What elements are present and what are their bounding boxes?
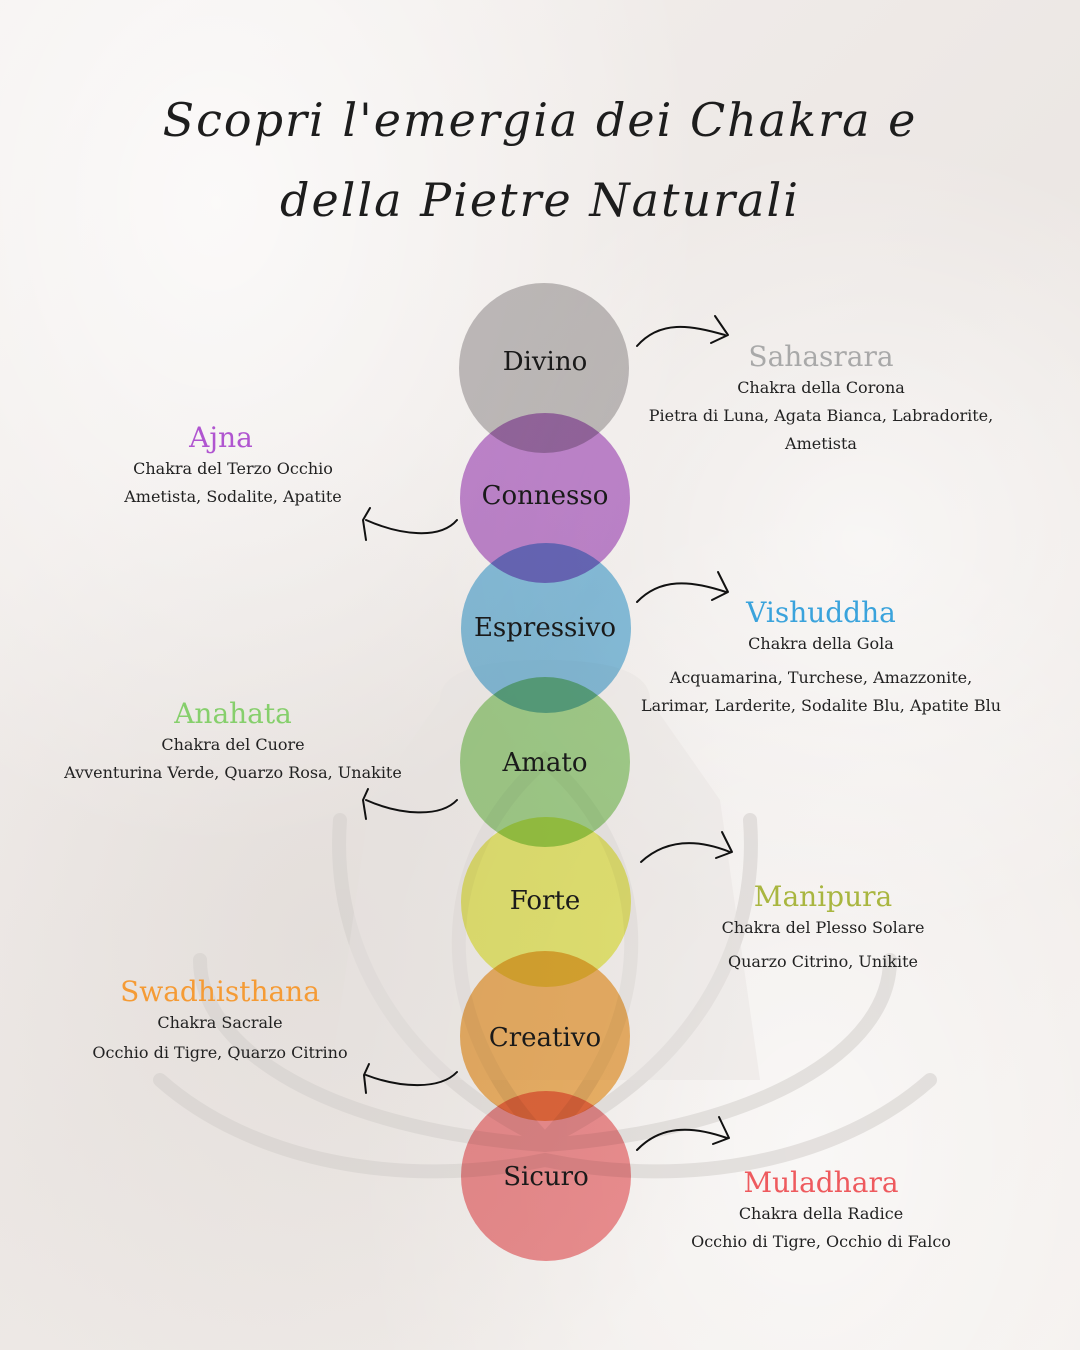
info-sahasrara: Sahasrara Chakra della Corona Pietra di … bbox=[640, 340, 1002, 458]
chakra-stones: Ametista, Sodalite, Apatite bbox=[124, 487, 342, 506]
title-line-1: Scopri l'emergia dei Chakra e bbox=[162, 93, 918, 147]
chakra-stones: Occhio di Tigre, Quarzo Citrino bbox=[92, 1043, 348, 1062]
chakra-stones: Ametista bbox=[785, 434, 857, 453]
chakra-subtitle: Chakra del Terzo Occhio bbox=[133, 459, 333, 478]
chakra-stones: Larimar, Larderite, Sodalite Blu, Apatit… bbox=[640, 696, 1002, 715]
chakra-stones: Acquamarina, Turchese, Amazzonite, bbox=[669, 668, 973, 687]
info-vishuddha: Vishuddha Chakra della Gola Acquamarina,… bbox=[640, 596, 1002, 720]
chakra-subtitle: Chakra del Plesso Solare bbox=[721, 918, 925, 937]
chakra-name: Sahasrara bbox=[748, 340, 894, 373]
chakra-subtitle: Chakra del Cuore bbox=[161, 735, 305, 754]
info-swadhisthana: Swadhisthana Chakra Sacrale Occhio di Ti… bbox=[76, 975, 364, 1067]
label-connesso: Connesso bbox=[481, 481, 609, 511]
chakra-name: Swadhisthana bbox=[120, 975, 320, 1008]
chakra-name: Manipura bbox=[753, 880, 893, 913]
label-amato: Amato bbox=[502, 748, 588, 778]
arrow-right-icon bbox=[640, 831, 733, 863]
arrow-left-icon bbox=[362, 788, 458, 820]
chakra-name: Muladhara bbox=[743, 1166, 899, 1199]
info-ajna: Ajna Chakra del Terzo Occhio Ametista, S… bbox=[90, 421, 376, 511]
arrow-right-icon bbox=[636, 315, 729, 347]
label-creativo: Creativo bbox=[488, 1023, 602, 1053]
chakra-stones: Avventurina Verde, Quarzo Rosa, Unakite bbox=[64, 763, 402, 782]
chakra-subtitle: Chakra della Corona bbox=[737, 378, 905, 397]
arrow-left-icon bbox=[363, 1063, 458, 1094]
arrow-right-icon bbox=[636, 1116, 730, 1151]
title-line-2: della Pietre Naturali bbox=[280, 173, 800, 227]
info-manipura: Manipura Chakra del Plesso Solare Quarzo… bbox=[690, 880, 956, 976]
chakra-stones: Occhio di Tigre, Occhio di Falco bbox=[691, 1232, 951, 1251]
label-sicuro: Sicuro bbox=[503, 1162, 589, 1192]
chakra-stones: Quarzo Citrino, Unikite bbox=[727, 952, 919, 971]
chakra-stones: Pietra di Luna, Agata Bianca, Labradorit… bbox=[648, 406, 994, 425]
page-title: Scopri l'emergia dei Chakra e della Piet… bbox=[0, 80, 1080, 240]
label-forte: Forte bbox=[509, 886, 581, 916]
chakra-name: Anahata bbox=[174, 697, 292, 730]
chakra-subtitle: Chakra della Gola bbox=[748, 634, 894, 653]
chakra-name: Vishuddha bbox=[746, 596, 896, 629]
arrow-right-icon bbox=[636, 571, 729, 603]
arrow-left-icon bbox=[362, 507, 458, 541]
circle-sicuro bbox=[461, 1091, 631, 1261]
chakra-subtitle: Chakra Sacrale bbox=[157, 1013, 283, 1032]
chakra-name: Ajna bbox=[189, 421, 253, 454]
label-espressivo: Espressivo bbox=[473, 613, 617, 643]
info-muladhara: Muladhara Chakra della Radice Occhio di … bbox=[690, 1166, 952, 1256]
info-anahata: Anahata Chakra del Cuore Avventurina Ver… bbox=[40, 697, 426, 787]
chakra-subtitle: Chakra della Radice bbox=[738, 1204, 904, 1223]
label-divino: Divino bbox=[502, 347, 588, 377]
